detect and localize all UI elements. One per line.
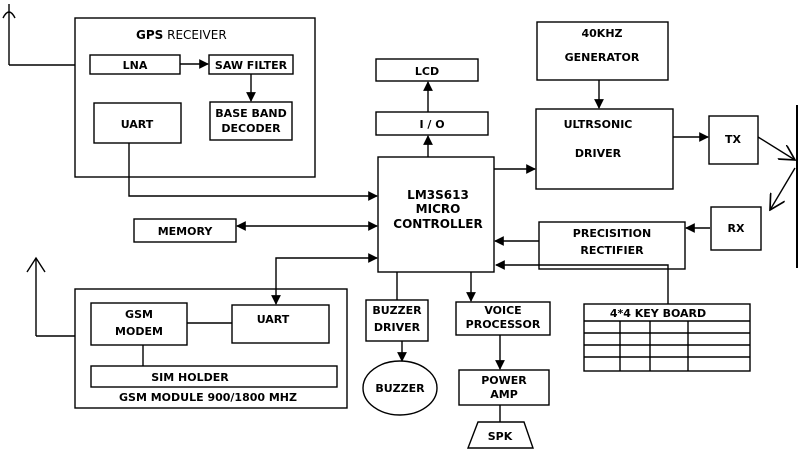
precisition-label: PRECISITION bbox=[573, 227, 651, 240]
gps-receiver-module bbox=[74, 17, 316, 178]
sim-holder-label: SIM HOLDER bbox=[151, 371, 229, 384]
rx-label: RX bbox=[728, 222, 745, 235]
power-label: POWER bbox=[481, 374, 527, 387]
tx-signal-arrow bbox=[757, 136, 795, 160]
memory-block bbox=[133, 218, 237, 243]
buzzer-driver-label-2: DRIVER bbox=[374, 321, 421, 334]
power-amp-block bbox=[458, 369, 550, 406]
io-block bbox=[375, 111, 489, 136]
mcu-controller-label: CONTROLLER bbox=[393, 217, 482, 231]
ultrasonic-label: ULTRSONIC bbox=[564, 118, 633, 131]
generator-label: GENERATOR bbox=[565, 51, 640, 64]
tx-block bbox=[708, 115, 759, 165]
gps-uart-to-mcu-arrow bbox=[128, 143, 378, 201]
echo-signal-arrow bbox=[770, 167, 796, 210]
voice-processor-block bbox=[455, 301, 551, 336]
mcu-micro-label: MICRO bbox=[416, 202, 461, 216]
gps-uart-block bbox=[93, 102, 182, 144]
keyboard-label: 4*4 KEY BOARD bbox=[610, 307, 706, 320]
memory-label: MEMORY bbox=[158, 225, 214, 238]
gsm-modem-block bbox=[90, 302, 188, 346]
mcu-gsm-link bbox=[271, 253, 378, 305]
gsm-modem-label-1: GSM bbox=[125, 308, 153, 321]
buzzer-label: BUZZER bbox=[375, 382, 425, 395]
base-band-label: BASE BAND bbox=[215, 107, 286, 120]
keyboard-block bbox=[583, 303, 751, 372]
ultrasonic-driver-block bbox=[535, 108, 674, 190]
gsm-uart-label: UART bbox=[257, 313, 290, 326]
rx-block bbox=[710, 206, 762, 251]
precision-rectifier-block bbox=[538, 221, 686, 270]
gps-uart-label: UART bbox=[121, 118, 154, 131]
lna-label: LNA bbox=[123, 59, 148, 72]
rectifier-label: RECTIFIER bbox=[580, 244, 644, 257]
lcd-label: LCD bbox=[415, 65, 439, 78]
spk-label: SPK bbox=[488, 430, 513, 443]
processor-label: PROCESSOR bbox=[466, 318, 541, 331]
buzzer-driver-label-1: BUZZER bbox=[372, 304, 422, 317]
generator-freq-label: 40KHZ bbox=[581, 27, 622, 40]
buzzer-driver-block bbox=[365, 299, 429, 342]
base-band-decoder-block bbox=[209, 101, 293, 141]
microcontroller-block bbox=[377, 156, 495, 273]
lcd-block bbox=[375, 58, 479, 82]
gsm-module-label: GSM MODULE 900/1800 MHZ bbox=[119, 391, 297, 404]
tx-label: TX bbox=[725, 133, 742, 146]
gps-receiver-title: GPS RECEIVER bbox=[136, 28, 227, 42]
generator-block bbox=[536, 21, 669, 81]
sim-holder-block bbox=[90, 365, 338, 388]
speaker-shape bbox=[466, 421, 534, 449]
decoder-label: DECODER bbox=[221, 122, 281, 135]
mcu-model-label: LM3S613 bbox=[407, 188, 469, 202]
ultrasonic-driver-label: DRIVER bbox=[575, 147, 622, 160]
voice-label: VOICE bbox=[484, 304, 521, 317]
keyboard-to-mcu-arrow bbox=[495, 260, 669, 304]
saw-filter-label: SAW FILTER bbox=[215, 59, 288, 72]
amp-label: AMP bbox=[490, 388, 518, 401]
buzzer-element bbox=[362, 360, 438, 416]
gsm-modem-label-2: MODEM bbox=[115, 325, 163, 338]
gsm-uart-block bbox=[231, 304, 330, 344]
io-label: I / O bbox=[419, 118, 444, 131]
